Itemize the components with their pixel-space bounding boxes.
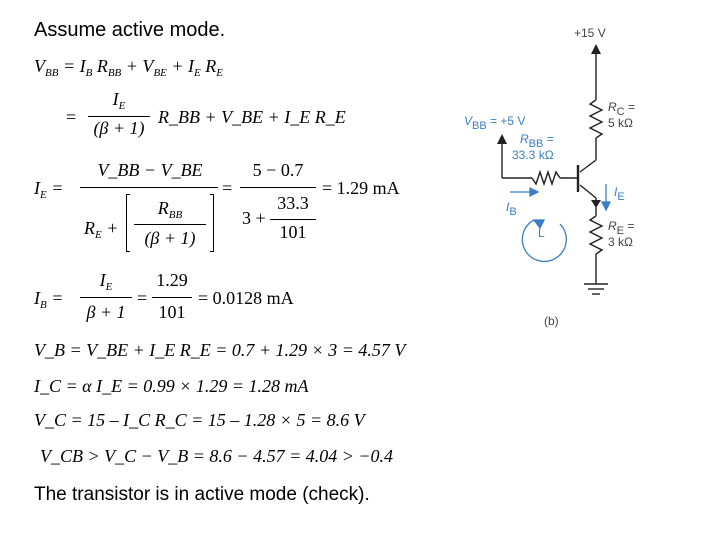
- equation-ie-numeric-numerator: 5 − 0.7: [252, 160, 304, 180]
- equation-vcb: V_CB > V_C − V_B = 8.6 − 4.57 = 4.04 > −…: [40, 446, 394, 466]
- equation-vbb: VBB = IB RBB + VBE + IE RE: [34, 56, 223, 79]
- equation-vc: V_C = 15 – I_C R_C = 15 – 1.28 × 5 = 8.6…: [34, 410, 365, 430]
- equation-ib-numeric-numerator: 1.29: [156, 270, 188, 290]
- equation-ie-eq: =: [222, 178, 233, 198]
- equation-ib-lhs: IB =: [34, 288, 64, 311]
- equation-ib-denominator: β + 1: [86, 302, 126, 322]
- equation-ie-lhs: IE =: [34, 178, 64, 201]
- loop-label: L: [538, 226, 545, 240]
- equation-ie-numeric-inner-numerator: 33.3: [277, 193, 309, 213]
- fraction-bar: [270, 219, 316, 221]
- rbb-resistor: [531, 169, 561, 187]
- left-bracket: [126, 194, 130, 252]
- equation-ib-numerator: IE: [99, 270, 113, 293]
- supply-label: +15 V: [574, 26, 606, 40]
- equation-ie-numeric-denominator-a: 3 +: [242, 208, 266, 228]
- equation-ie-numeric-inner-denominator: 101: [279, 222, 307, 242]
- figure-label: (b): [544, 314, 559, 328]
- conclusion: The transistor is in active mode (check)…: [34, 484, 370, 505]
- fraction-bar: [88, 116, 150, 118]
- equation-vbb-substituted-numerator: IE: [112, 89, 126, 112]
- equation-ib-result: = 0.0128 mA: [198, 288, 294, 308]
- equation-ie-numerator: V_BB − V_BE: [97, 160, 203, 180]
- equation-vbb-substituted-prefix: =: [66, 107, 77, 127]
- heading: Assume active mode.: [34, 19, 226, 41]
- ie-label: IE: [614, 185, 625, 203]
- rc-label: RC =: [608, 100, 635, 118]
- right-bracket: [210, 194, 214, 252]
- fraction-bar: [240, 187, 316, 189]
- supply-arrow-icon: [591, 44, 601, 54]
- fraction-bar: [152, 297, 192, 299]
- fraction-bar: [80, 187, 218, 189]
- rbb-label: RBB =: [520, 132, 554, 150]
- equation-ie-inner-denominator: (β + 1): [144, 228, 196, 248]
- equation-vbb-substituted-denominator: (β + 1): [93, 118, 145, 138]
- re-label: RE =: [608, 219, 635, 237]
- equation-ie-inner-numerator: RBB: [157, 198, 183, 221]
- equation-ie-result: = 1.29 mA: [322, 178, 400, 198]
- equation-ie-denominator-re: RE +: [84, 218, 119, 241]
- rc-value: 5 kΩ: [608, 116, 633, 130]
- equation-vb: V_B = V_BE + I_E R_E = 0.7 + 1.29 × 3 = …: [34, 340, 406, 360]
- ib-label: IB: [506, 200, 517, 218]
- equation-ic: I_C = α I_E = 0.99 × 1.29 = 1.28 mA: [34, 376, 309, 396]
- re-resistor: [588, 215, 604, 255]
- vbb-arrow-icon: [497, 134, 507, 144]
- circuit-diagram: [497, 44, 612, 295]
- equation-vbb-substituted-suffix: R_BB + V_BE + I_E R_E: [158, 107, 346, 127]
- fraction-bar: [134, 224, 206, 226]
- re-value: 3 kΩ: [608, 235, 633, 249]
- equation-ib-numeric-denominator: 101: [158, 302, 186, 322]
- rc-resistor: [588, 99, 604, 139]
- fraction-bar: [80, 297, 132, 299]
- vbb-label: VBB = +5 V: [464, 114, 526, 132]
- rbb-value: 33.3 kΩ: [512, 148, 554, 162]
